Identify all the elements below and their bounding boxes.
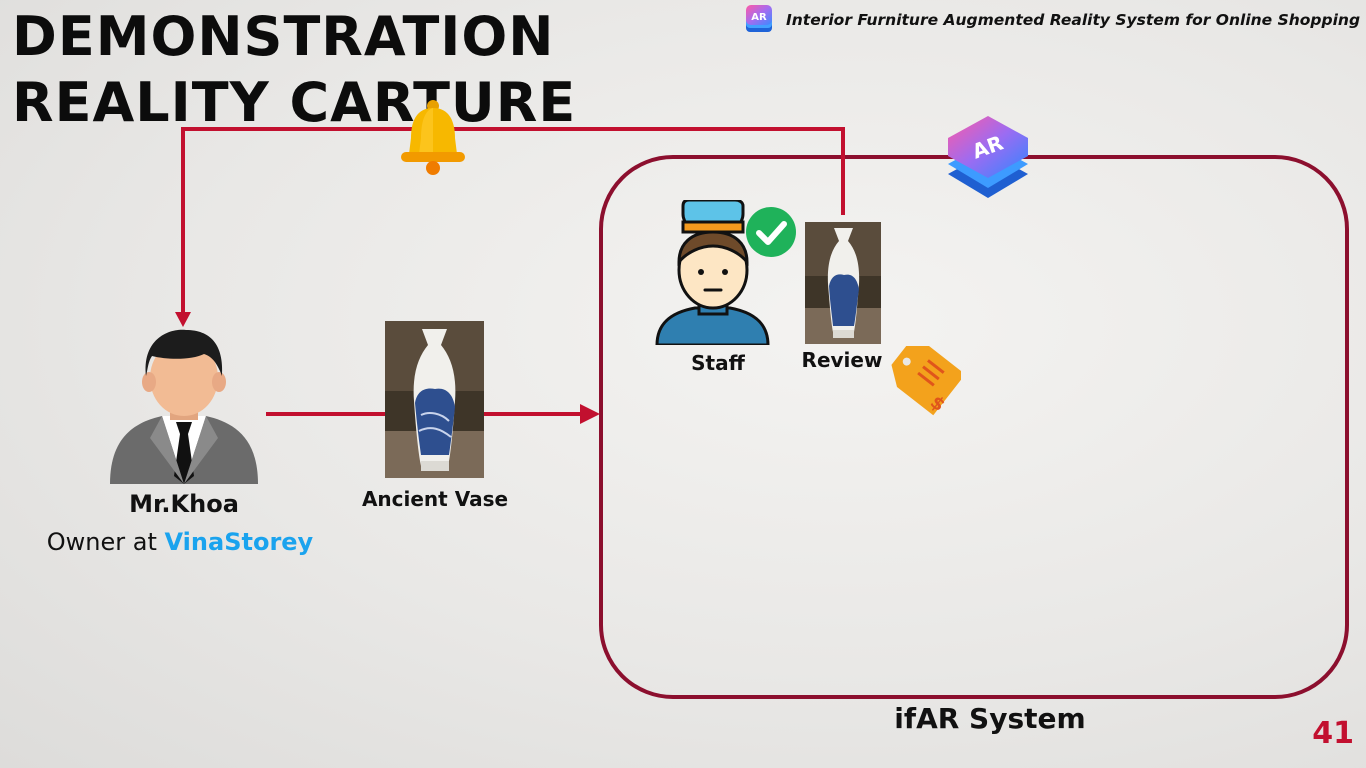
price-tag-icon: $ — [891, 345, 961, 416]
staff-person-icon — [655, 200, 770, 345]
businessman-icon — [110, 329, 258, 484]
system-arrowhead — [580, 404, 600, 424]
ar-app-icon-text: AR — [751, 12, 767, 23]
ar-app-icon: AR — [746, 5, 772, 32]
header-brand: AR Interior Furniture Augmented Reality … — [740, 2, 1360, 38]
staff-label: Staff — [691, 351, 745, 375]
title-line-2: REALITY CARTURE — [12, 71, 577, 134]
feedback-arrowhead — [175, 312, 191, 327]
owner-name: Mr.Khoa — [129, 490, 239, 518]
feedback-arrow-line — [181, 127, 845, 316]
review-vase-photo — [805, 222, 881, 344]
ar-system-logo-icon: AR — [948, 116, 1028, 198]
item-label: Ancient Vase — [361, 487, 509, 511]
page-number: 41 — [1312, 716, 1354, 751]
bell-icon — [401, 100, 465, 175]
checkmark-icon — [746, 207, 796, 257]
owner-role: Owner at VinaStorey — [20, 528, 340, 556]
review-label: Review — [801, 348, 883, 372]
vase-photo — [385, 321, 484, 478]
page-title: DEMONSTRATION REALITY CARTURE — [12, 4, 576, 136]
title-line-1: DEMONSTRATION — [12, 5, 555, 68]
header-brand-text: Interior Furniture Augmented Reality Sys… — [786, 11, 1361, 29]
owner-company: VinaStorey — [164, 528, 314, 556]
system-label: ifAR System — [894, 702, 1086, 735]
owner-role-prefix: Owner at — [46, 528, 165, 556]
